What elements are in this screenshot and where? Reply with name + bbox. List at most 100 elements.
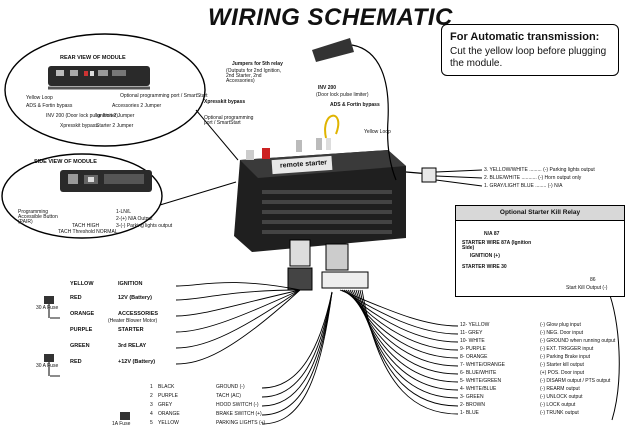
bottom-wire-color-5: YELLOW [158, 420, 179, 426]
power-wire-function-3: ACCESSORIES [118, 311, 159, 317]
power-wire-color-5: GREEN [70, 343, 90, 349]
rear-label-ads: ADS & Fortin bypass [26, 103, 73, 109]
right-connector-2: 2. BLUE/WHITE ........... (-) Horn outpu… [484, 175, 582, 181]
rear-view-title: REAR VIEW OF MODULE [60, 55, 126, 61]
label-xpresskit: Xpresskit bypass [204, 99, 246, 105]
fuse-icon-3 [120, 412, 130, 420]
relay-title: Optional Starter Kill Relay [456, 206, 624, 221]
main-wire-function-5: (-) DISARM output / PTS output [540, 378, 611, 384]
main-wire-function-9: (-) EXT. TRIGGER input [540, 346, 594, 352]
main-wire-label-6: 6- BLUE/WHITE [460, 370, 497, 376]
right-connector-3: 1. GRAY/LIGHT BLUE ........ (-) N/A [484, 183, 563, 189]
power-harness-wires [50, 282, 301, 377]
rear-label-acc2: Accessories 2 Jumper [112, 103, 162, 109]
side-label-tach-high: TACH HIGH [72, 223, 100, 229]
label-inv200-sub: (Door lock pulse limiter) [316, 92, 369, 98]
side-label-tach-threshold: TACH Threshold NORMAL [58, 229, 118, 235]
bottom-wire-num-1: 1 [150, 384, 153, 390]
side-view-module-drawing [60, 170, 152, 192]
main-wire-label-9: 9- PURPLE [460, 346, 486, 352]
power-wire-2 [175, 289, 301, 301]
fuse-label-3: 1A Fuse [112, 421, 131, 427]
power-wire-color-6: RED [70, 359, 82, 365]
relay-label-85: IGNITION (+) [470, 253, 500, 259]
label-jumpers: Jumpers for 5th relay [232, 61, 283, 67]
power-wire-6 [175, 289, 301, 365]
fuse-label-2: 30 A Fuse [36, 363, 59, 369]
main-wire-function-6: (+) POS. Door input [540, 370, 585, 376]
bottom-wire-function-5: PARKING LIGHTS (+) [216, 420, 266, 426]
relay-label-87a: STARTER WIRE 87A (Ignition Side) [462, 240, 532, 251]
module-plugs [287, 239, 369, 291]
main-wire-4 [355, 289, 459, 391]
bottom-wire-4 [261, 291, 333, 416]
main-wire-label-7: 7- WHITE/ORANGE [460, 362, 506, 368]
bottom-wire-color-1: BLACK [158, 384, 175, 390]
rear-label-start2: Starter 2 Jumper [96, 123, 134, 129]
starter-kill-relay-panel: Optional Starter Kill Relay [455, 205, 625, 297]
main-wire-6 [351, 289, 459, 375]
label-jumpers-sub: (Outputs for 2nd Ignition, 2nd Starter, … [226, 68, 282, 84]
rear-label-optional-port: Optional programming port / SmartStart [120, 93, 208, 99]
bottom-wire-color-3: GREY [158, 402, 173, 408]
fuse-icon-2 [44, 354, 54, 376]
remote-starter-module [234, 138, 406, 252]
fuse-label-1: 30 A Fuse [36, 305, 59, 311]
rear-label-inv200: INV 200 (Door lock pulse limiter) [46, 113, 118, 119]
relay-bottom-label: Start Kill Output (-) [566, 285, 608, 291]
note-heading: For Automatic transmission: [450, 31, 600, 43]
rear-label-xpresskit: Xpresskit bypass [60, 123, 98, 129]
side-view-title: SIDE VIEW OF MODULE [34, 159, 97, 165]
main-wire-10 [343, 289, 459, 343]
bottom-wire-function-1: GROUND (-) [216, 384, 245, 390]
main-wire-label-5: 5- WHITE/GREEN [460, 378, 502, 384]
relay-label-87: N/A 87 [484, 231, 500, 237]
main-harness-wires [339, 289, 459, 415]
bottom-wire-num-5: 5 [150, 420, 153, 426]
right-connector-harness [405, 167, 483, 187]
bottom-wire-num-3: 3 [150, 402, 153, 408]
relay-pin-86: 86 [590, 277, 596, 283]
power-wire-function-5: 3rd RELAY [118, 343, 147, 349]
antenna-module [312, 38, 397, 181]
main-wire-function-10: (-) GROUND when running output [540, 338, 616, 344]
rear-label-ign2: Ignition 2 Jumper [96, 113, 135, 119]
power-wire-color-1: YELLOW [70, 281, 94, 287]
power-wire-5 [175, 289, 301, 349]
main-wire-function-11: (-) NEG. Door input [540, 330, 584, 336]
automatic-transmission-note: For Automatic transmission: Cut the yell… [441, 24, 619, 76]
power-wire-function-2: 12V (Battery) [118, 295, 152, 301]
label-inv200: INV 200 [318, 85, 337, 91]
main-wire-1 [361, 289, 459, 415]
main-wire-3 [357, 289, 459, 399]
power-wire-function-6: +12V (Battery) [118, 359, 156, 365]
main-wire-label-8: 8- ORANGE [460, 354, 488, 360]
bottom-wire-num-2: 2 [150, 393, 153, 399]
main-wire-function-1: (-) TRUNK output [540, 410, 579, 416]
diagram-title: WIRING SCHEMATIC [208, 4, 453, 31]
main-wire-function-12: (-) Glow plug input [540, 322, 581, 328]
power-wire-sub-3: (Heater Blower Motor) [108, 318, 158, 324]
bottom-wire-num-4: 4 [150, 411, 153, 417]
main-wire-function-2: (-) LOCK output [540, 402, 576, 408]
power-wire-4 [175, 289, 301, 333]
main-wire-label-1: 1- BLUE [460, 410, 479, 416]
label-ads: ADS & Fortin bypass [330, 102, 380, 108]
side-label-2: 2-(+) N/A Output [116, 216, 153, 222]
side-label-programming: Programming Accessible Button (PAIR) [18, 209, 58, 225]
bottom-wire-color-4: ORANGE [158, 411, 180, 417]
power-wire-1 [175, 282, 301, 291]
fuse-icon-1 [44, 296, 54, 318]
rear-view-module-drawing [48, 66, 150, 90]
power-wire-function-1: IGNITION [118, 281, 143, 287]
rear-view-bubble [4, 33, 206, 147]
main-wire-5 [353, 289, 459, 383]
main-wire-label-3: 3- GREEN [460, 394, 484, 400]
note-body: Cut the yellow loop before plugging the … [450, 46, 607, 69]
main-wire-function-8: (-) Parking Brake input [540, 354, 591, 360]
power-wire-3 [175, 289, 301, 317]
side-label-3: 3-(-) Parking lights output [116, 223, 173, 229]
bottom-wire-3 [261, 291, 333, 407]
